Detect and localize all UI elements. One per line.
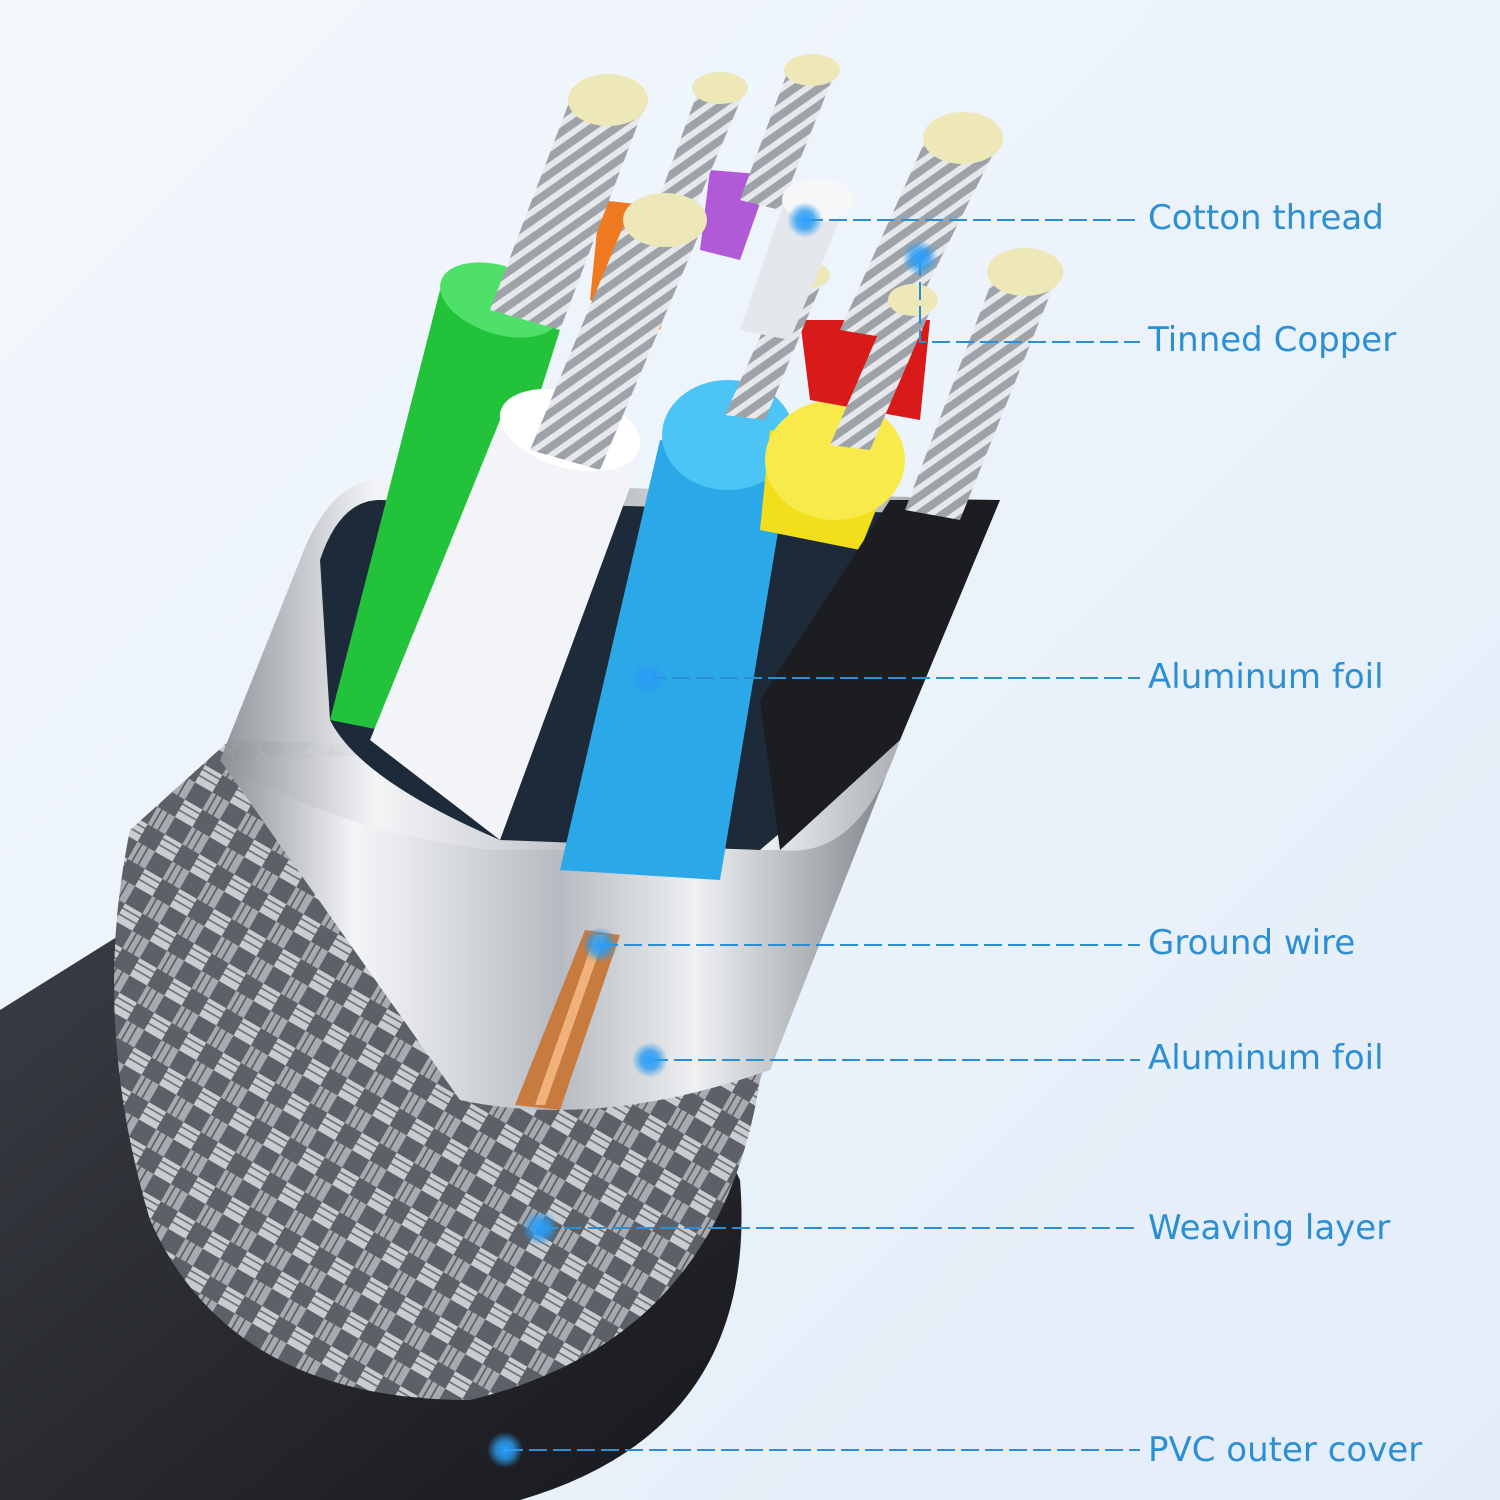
- label-aluminum-foil-outer: Aluminum foil: [1148, 1038, 1384, 1078]
- label-tinned-copper: Tinned Copper: [1148, 320, 1397, 360]
- label-cotton-thread: Cotton thread: [1148, 198, 1384, 238]
- leader-lines: [505, 219, 1140, 1451]
- label-ground-wire: Ground wire: [1148, 923, 1356, 963]
- label-weaving-layer: Weaving layer: [1148, 1208, 1391, 1248]
- wires: [330, 54, 1063, 880]
- ground-wire-shape: [515, 930, 620, 1110]
- label-aluminum-foil-inner: Aluminum foil: [1148, 657, 1384, 697]
- marker-dots: [487, 202, 938, 1468]
- label-pvc-outer-cover: PVC outer cover: [1148, 1430, 1423, 1470]
